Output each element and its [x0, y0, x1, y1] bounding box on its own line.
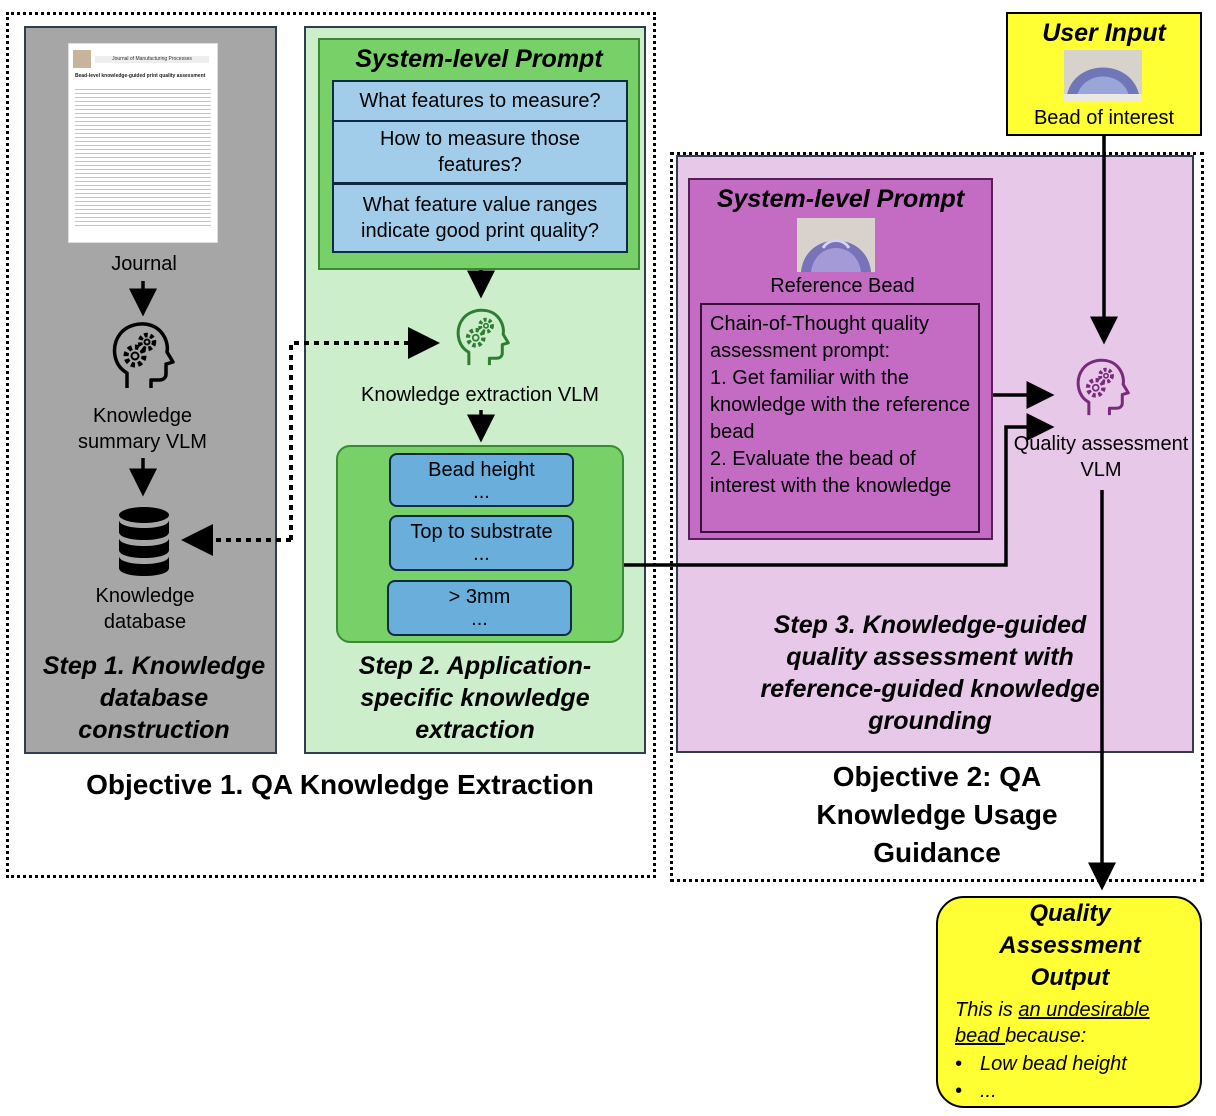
quality-output-title: Quality Assessment Output — [999, 900, 1141, 991]
knowledge-summary-vlm-icon — [112, 322, 175, 388]
knowledge-extraction-vlm-icon — [456, 308, 510, 366]
knowledge-item-bead-height: Bead height ... — [389, 453, 574, 507]
cot-step-2: 2. Evaluate the bead of interest with th… — [710, 448, 952, 497]
knowledge-item-top-to-substrate: Top to substrate ... — [389, 515, 574, 571]
step3-title: Step 3. Knowledge-guided quality assessm… — [760, 611, 1100, 735]
objective1-title: Objective 1. QA Knowledge Extraction — [86, 769, 594, 800]
knowledge-database-label: Knowledge database — [95, 585, 195, 633]
knowledge-summary-vlm-label: Knowledge summary VLM — [78, 405, 207, 453]
question-features: What features to measure? — [332, 80, 628, 122]
objective2-title: Objective 2: QA Knowledge Usage Guidance — [816, 761, 1058, 868]
step2-title: Step 2. Application-specific knowledge e… — [358, 652, 592, 744]
quality-assessment-vlm-label: Quality assessment VLM — [1013, 433, 1189, 481]
journal-logo-icon — [73, 50, 91, 68]
bead-of-interest-image — [1064, 50, 1142, 102]
knowledge-extraction-vlm-label: Knowledge extraction VLM — [361, 384, 599, 406]
cot-prompt-text: Chain-of-Thought quality assessment prom… — [710, 313, 930, 362]
cot-step-1: 1. Get familiar with the knowledge with … — [710, 367, 971, 443]
step1-title: Step 1. Knowledge database construction — [42, 652, 266, 744]
user-input-title: User Input — [1042, 19, 1166, 47]
question-measure: How to measure those features? — [332, 120, 628, 184]
output-bullet: •... — [955, 1080, 997, 1102]
step3-prompt-title: System-level Prompt — [716, 185, 965, 213]
quality-output-box — [936, 896, 1202, 1108]
cot-prompt-box: Chain-of-Thought quality assessment prom… — [700, 303, 980, 533]
quality-output-text: This is an undesirable bead because: — [955, 999, 1150, 1047]
journal-text-lines — [75, 86, 211, 226]
knowledge-item-3mm: > 3mm ... — [387, 580, 572, 636]
reference-bead-label: Reference Bead — [770, 275, 915, 297]
quality-output-bullets: •Low bead height •... — [955, 1051, 1185, 1105]
quality-assessment-vlm-icon — [1076, 358, 1130, 416]
reference-bead-image — [797, 218, 875, 272]
bead-of-interest-label: Bead of interest — [1033, 107, 1175, 129]
output-bullet: •Low bead height — [955, 1053, 1127, 1075]
question-ranges: What feature value ranges indicate good … — [332, 183, 628, 253]
journal-label: Journal — [111, 253, 177, 275]
journal-thumbnail: Journal of Manufacturing Processes Bead-… — [68, 43, 218, 243]
journal-header: Journal of Manufacturing Processes — [95, 56, 209, 63]
database-icon — [119, 507, 169, 576]
step2-prompt-title: System-level Prompt — [355, 45, 603, 73]
journal-heading: Bead-level knowledge-guided print qualit… — [75, 73, 206, 79]
